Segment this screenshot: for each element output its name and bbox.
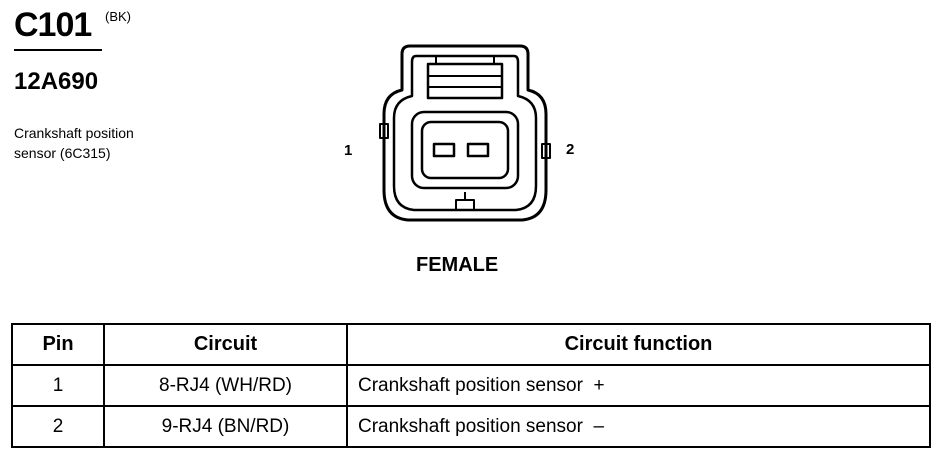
part-number: 12A690 [14, 68, 99, 95]
cell-circuit-function: Crankshaft position sensor – [346, 405, 931, 448]
header-circuit-function: Circuit function [346, 323, 931, 366]
table-row: 1 8-RJ4 (WH/RD) Crankshaft position sens… [11, 364, 931, 407]
pin-terminal-1 [432, 142, 456, 158]
latch-block [426, 62, 504, 100]
bottom-notch [455, 199, 475, 211]
header-circuit: Circuit [103, 323, 348, 366]
connector-gender: FEMALE [416, 254, 499, 276]
cell-circuit: 9-RJ4 (BN/RD) [103, 405, 348, 448]
terminal-cavity-inner [420, 120, 510, 180]
pin-terminal-2 [466, 142, 490, 158]
description-line-2: sensor (6C315) [14, 145, 111, 161]
table-row: 2 9-RJ4 (BN/RD) Crankshaft position sens… [11, 405, 931, 448]
pin-table: Pin Circuit Circuit function 1 8-RJ4 (WH… [11, 323, 931, 448]
connector-housing-outer [382, 44, 548, 222]
side-key-right [541, 143, 551, 159]
title-rule [14, 49, 102, 51]
pin-label-left: 1 [344, 142, 353, 159]
terminal-cavity-outer [410, 110, 520, 190]
connector-housing-inner [392, 54, 538, 212]
cell-circuit-function: Crankshaft position sensor + [346, 364, 931, 407]
cell-pin: 1 [11, 364, 105, 407]
header-pin: Pin [11, 323, 105, 366]
connector-color: (BK) [105, 9, 131, 24]
connector-id: C101 [14, 6, 92, 44]
description-line-1: Crankshaft position [14, 125, 134, 141]
cell-pin: 2 [11, 405, 105, 448]
connector-description: Crankshaft position sensor (6C315) [14, 123, 134, 163]
table-header-row: Pin Circuit Circuit function [11, 323, 931, 366]
side-key-left [379, 123, 389, 139]
cell-circuit: 8-RJ4 (WH/RD) [103, 364, 348, 407]
connector-face-diagram [379, 44, 551, 222]
pin-label-right: 2 [566, 141, 575, 158]
